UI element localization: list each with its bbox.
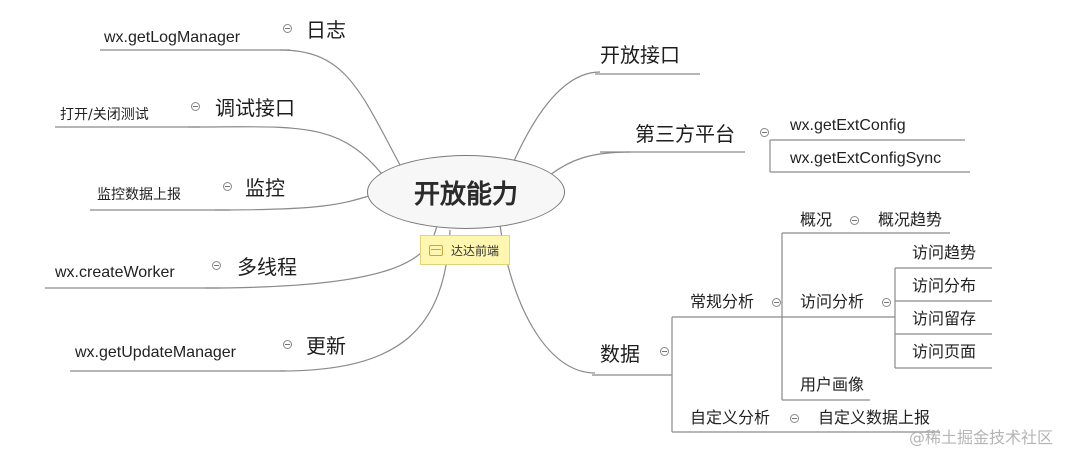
collapse-toggle-data[interactable] bbox=[660, 347, 669, 356]
branch-third-party[interactable]: 第三方平台 bbox=[635, 122, 735, 146]
collapse-toggle-update[interactable] bbox=[283, 340, 292, 349]
branch-update[interactable]: 更新 bbox=[306, 334, 346, 358]
collapse-toggle-overview[interactable] bbox=[850, 216, 859, 225]
branch-monitor[interactable]: 监控 bbox=[245, 176, 285, 200]
branch-debug[interactable]: 调试接口 bbox=[215, 96, 295, 120]
third-party-child-2[interactable]: wx.getExtConfigSync bbox=[790, 150, 942, 167]
left-child-update[interactable]: wx.getUpdateManager bbox=[75, 344, 236, 361]
center-title: 开放能力 bbox=[413, 179, 518, 210]
collapse-toggle-visit[interactable] bbox=[882, 298, 891, 307]
visit-distribution[interactable]: 访问分布 bbox=[912, 276, 977, 295]
sticker-note[interactable]: 达达前端 bbox=[420, 235, 510, 265]
data-custom-analysis[interactable]: 自定义分析 bbox=[690, 408, 771, 427]
collapse-toggle-custom[interactable] bbox=[790, 414, 799, 423]
visit-trend[interactable]: 访问趋势 bbox=[912, 243, 977, 262]
visit-pages[interactable]: 访问页面 bbox=[912, 342, 977, 361]
left-child-debug[interactable]: 打开/关闭测试 bbox=[60, 107, 149, 123]
center-node[interactable]: 开放能力 bbox=[367, 155, 565, 229]
left-child-worker[interactable]: wx.createWorker bbox=[55, 264, 175, 281]
branch-worker[interactable]: 多线程 bbox=[237, 255, 297, 279]
left-child-monitor[interactable]: 监控数据上报 bbox=[97, 187, 181, 203]
overview-trend[interactable]: 概况趋势 bbox=[878, 210, 943, 229]
collapse-toggle-monitor[interactable] bbox=[223, 182, 232, 191]
collapse-toggle-debug[interactable] bbox=[191, 102, 200, 111]
branch-log[interactable]: 日志 bbox=[306, 18, 346, 42]
note-icon bbox=[429, 244, 443, 256]
collapse-toggle-log[interactable] bbox=[283, 24, 292, 33]
third-party-child-1[interactable]: wx.getExtConfig bbox=[790, 117, 906, 134]
branch-data[interactable]: 数据 bbox=[600, 342, 640, 366]
visit-retention[interactable]: 访问留存 bbox=[912, 309, 977, 328]
data-regular-analysis[interactable]: 常规分析 bbox=[690, 292, 755, 311]
regular-user-portrait[interactable]: 用户画像 bbox=[800, 375, 865, 394]
regular-overview[interactable]: 概况 bbox=[800, 210, 833, 229]
left-child-log[interactable]: wx.getLogManager bbox=[104, 29, 241, 46]
regular-visit-analysis[interactable]: 访问分析 bbox=[800, 292, 865, 311]
watermark: @稀土掘金技术社区 bbox=[908, 428, 1053, 447]
branch-open-api[interactable]: 开放接口 bbox=[600, 43, 680, 67]
collapse-toggle-worker[interactable] bbox=[212, 261, 221, 270]
sticker-label: 达达前端 bbox=[451, 243, 500, 258]
custom-data-report[interactable]: 自定义数据上报 bbox=[818, 408, 931, 427]
collapse-toggle-regular[interactable] bbox=[772, 298, 781, 307]
collapse-toggle-third-party[interactable] bbox=[760, 128, 769, 137]
